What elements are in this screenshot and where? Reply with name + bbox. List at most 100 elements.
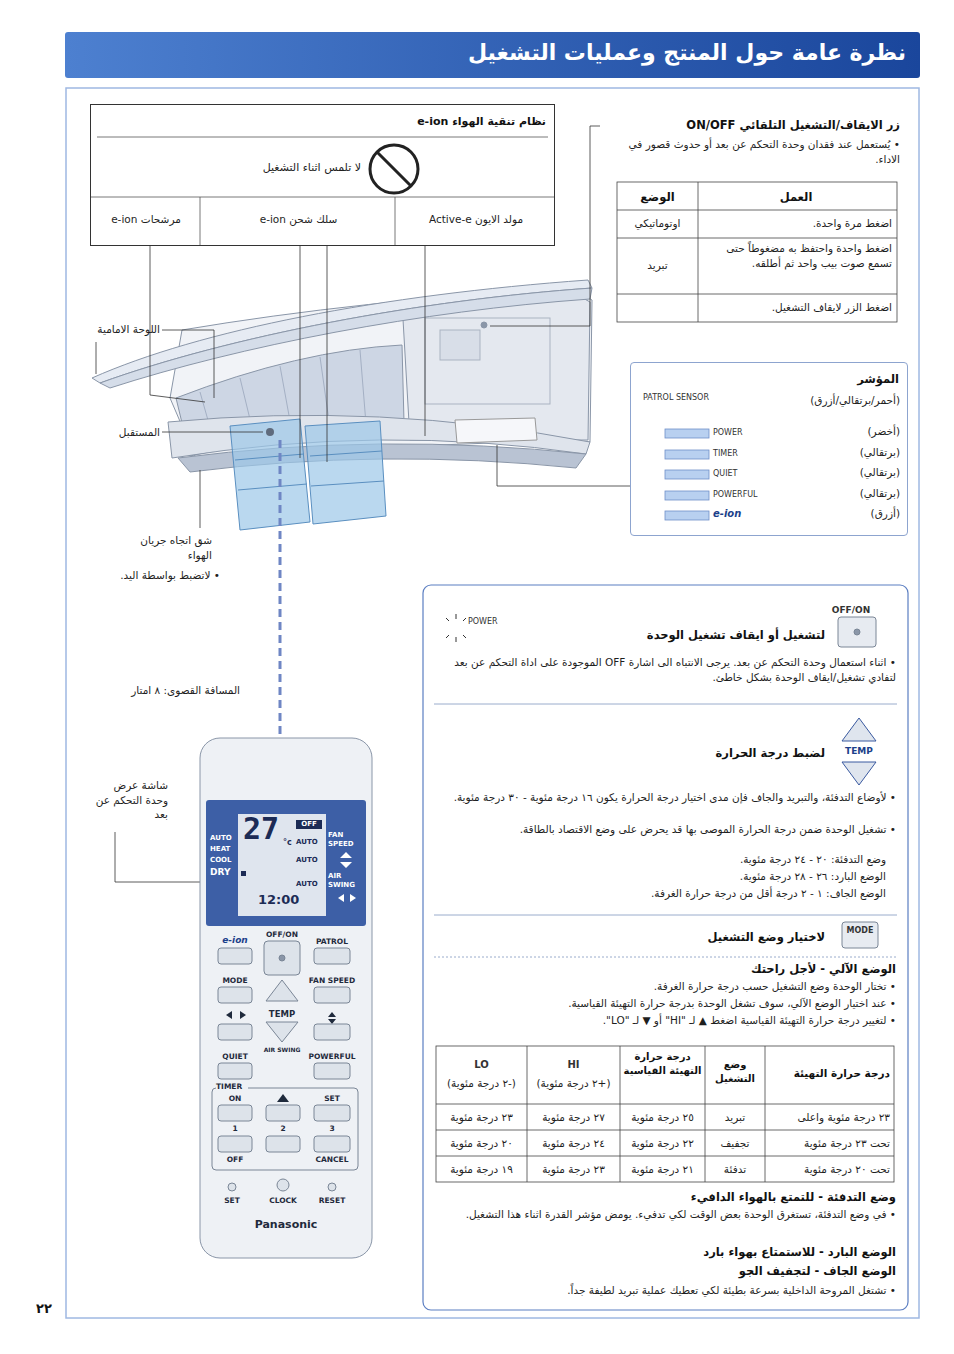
note-text: شاشة عرض وحدة التحكم عن بعد <box>90 778 168 822</box>
heading-text: الوضع الآلي - لأجل راحتك <box>438 961 896 977</box>
indicator-label: QUIET <box>713 468 793 479</box>
onoff-table-part <box>617 238 897 239</box>
note-text: (أزرق) <box>800 506 900 521</box>
remote-control-part <box>314 987 350 1003</box>
button-label: SET <box>312 1094 352 1103</box>
air-conditioner-part <box>440 330 480 360</box>
leader-lines-part <box>300 246 301 458</box>
air-conditioner-part <box>230 419 310 530</box>
mode-table-part <box>436 1130 894 1131</box>
title-bar-part <box>65 32 920 78</box>
title-bar <box>65 32 920 78</box>
remote-control-part <box>277 1094 289 1102</box>
note-text: اضغط مرة واحدة. <box>700 216 892 231</box>
leader-lines-part <box>327 246 328 462</box>
remote-control-part <box>218 1063 252 1079</box>
display-text: AUTO <box>296 880 326 889</box>
indicator-lamps-part <box>665 491 709 500</box>
note-text: • يُستعمل عند فقدان وحدة التحكم عن بعد أ… <box>605 137 900 166</box>
page-frame <box>66 88 919 1318</box>
operation-panel-part <box>434 915 897 916</box>
indicator-lamps-part <box>665 429 709 438</box>
note-text: اضغط واحدة واحتفظ به مضغوطاً حتى تسمع صو… <box>700 241 892 270</box>
note-text: • اثناء استعمال وحدة التحكم عن بعد. يرجى… <box>438 655 896 684</box>
table-cell: (+٢ درجة مئوية) <box>529 1076 618 1091</box>
button-label: 3 <box>312 1124 352 1133</box>
remote-control-part <box>206 800 366 926</box>
button-label: AIR SWING <box>254 1046 310 1053</box>
button-label: 1 <box>216 1124 254 1133</box>
display-text: HEAT <box>210 845 237 854</box>
table-cell: ٢١ درجة مئوية <box>622 1162 703 1177</box>
remote-control-part <box>266 1136 300 1152</box>
table-cell: تجفيف <box>707 1136 763 1151</box>
table-cell: اوتوماتيكي <box>617 216 698 231</box>
note-text: شق اتجاه جريان الهواء <box>120 533 212 562</box>
onoff-table-part <box>698 182 699 322</box>
indicator-label: POWER <box>468 616 518 627</box>
remote-control-part <box>340 852 352 868</box>
remote-control-part <box>328 1183 336 1191</box>
mode-table-part <box>705 1046 706 1182</box>
table-cell: ٢٣ درجة مئوية <box>529 1162 618 1177</box>
air-conditioner-part <box>266 428 274 436</box>
note-text: • عند اختيار الوضع الآلي، سوف تشغل الوحد… <box>438 996 896 1011</box>
display-text: AUTO <box>296 838 326 847</box>
button-label: POWERFUL <box>302 1052 362 1061</box>
leader-lines-part <box>490 126 600 326</box>
mode-table-part <box>620 1046 621 1182</box>
display-text: AIR SWING <box>328 872 364 890</box>
remote-control-part <box>266 1105 300 1121</box>
box-heading: المؤشر <box>641 371 899 387</box>
operation-panel <box>423 585 908 1310</box>
onoff-table <box>617 182 897 322</box>
note-text: (أخضر) <box>800 424 900 439</box>
page-frame-part <box>66 88 919 1318</box>
operation-panel-part <box>434 704 897 705</box>
note-text: اللوحة الامامية <box>56 322 160 337</box>
note-text: تحت ٢٠ درجة مئوية <box>769 1162 890 1177</box>
display-text: FAN SPEED <box>328 831 364 849</box>
button-label: Panasonic <box>236 1218 336 1231</box>
note-text: ٢٣ درجة مئوية واعلى <box>769 1110 890 1125</box>
heading-text: لضبط درجة الحرارة <box>480 745 825 761</box>
operation-panel-part <box>434 957 897 958</box>
remote-control-part <box>266 1022 298 1042</box>
leader-lines-part <box>200 470 201 528</box>
display-text: AUTO <box>210 834 237 843</box>
mode-table-part <box>436 1104 894 1105</box>
note-text: (أحمر/برتقالي/أزرق) <box>760 393 900 408</box>
mode-table-part <box>527 1046 528 1182</box>
heading-text: الوضع الجاف - لتجفيف الجو <box>438 1263 896 1279</box>
button-label: 2 <box>264 1124 302 1133</box>
heading-text: وضع التشغيل <box>707 1058 763 1086</box>
button-label: RESET <box>311 1196 353 1205</box>
info-box: نظام تنقية الهواء e-ionلا تلمس اثناء الت… <box>90 104 555 246</box>
no-touch-symbol <box>370 145 418 193</box>
table-cell: تبريد <box>617 258 698 273</box>
indicator-label: OFF/ON <box>826 604 876 617</box>
display-text: DRY <box>210 867 237 878</box>
leader-lines-part <box>96 342 97 374</box>
table-cell: ٢٣ درجة مئوية <box>438 1110 525 1125</box>
button-label: CANCEL <box>308 1155 356 1164</box>
air-conditioner-part <box>455 418 537 443</box>
eion-box-rules-part <box>200 197 201 246</box>
air-conditioner-part <box>235 451 384 490</box>
heading-text: وضع التدفئة - للتمتع بالهواء الدافيء <box>438 1189 896 1205</box>
remote-control-part <box>218 948 252 964</box>
remote-control-part <box>264 941 300 975</box>
remote-control-part <box>218 1024 252 1040</box>
onoff-table-part <box>617 210 897 211</box>
remote-control-part <box>314 1105 350 1121</box>
heading-text: درجة حرارة التهيئة القياسية <box>622 1050 703 1078</box>
remote-control-part <box>277 1179 289 1191</box>
button-label: FAN SPEED <box>302 976 362 985</box>
table-cell: ٢٧ درجة مئوية <box>529 1110 618 1125</box>
air-conditioner-part <box>481 322 487 328</box>
note-text: • تختار الوحدة وضع التشغيل حسب درجة حرار… <box>438 979 896 994</box>
indicator-label: POWER <box>713 427 793 438</box>
leader-lines-part <box>425 246 426 436</box>
note-text: المستقبل <box>68 425 160 440</box>
remote-control-part <box>241 871 246 876</box>
